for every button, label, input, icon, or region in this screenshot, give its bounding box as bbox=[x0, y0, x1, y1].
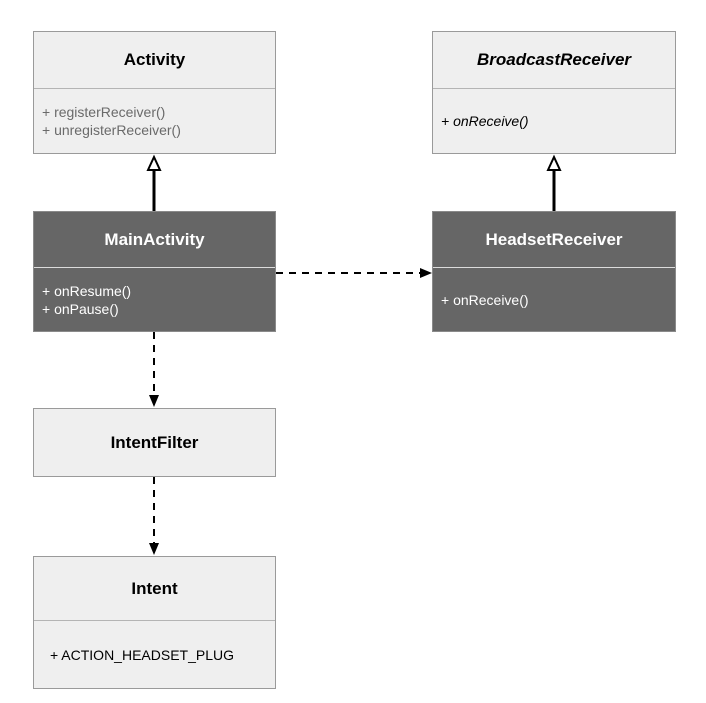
broadcastreceiver-class-title: BroadcastReceiver bbox=[433, 32, 675, 89]
dependency-arrow-intentfilter-intent bbox=[149, 477, 159, 555]
operation-on-receive: + onReceive() bbox=[441, 291, 529, 308]
broadcastreceiver-class: BroadcastReceiver + onReceive() bbox=[432, 31, 676, 154]
attribute-action-headset-plug: + ACTION_HEADSET_PLUG bbox=[50, 646, 235, 663]
operation-register-receiver: + registerReceiver() bbox=[42, 104, 166, 120]
intent-class-title: Intent bbox=[34, 557, 275, 621]
activity-class: Activity + registerReceiver() + unregist… bbox=[33, 31, 276, 154]
dependency-arrow-mainactivity-headsetreceiver bbox=[276, 268, 432, 278]
inheritance-arrow-headsetreceiver-broadcastreceiver bbox=[546, 154, 562, 211]
headsetreceiver-class-operations: + onReceive() bbox=[433, 268, 675, 331]
intentfilter-class: IntentFilter bbox=[33, 408, 276, 477]
headsetreceiver-class: HeadsetReceiver + onReceive() bbox=[432, 211, 676, 332]
intentfilter-class-title: IntentFilter bbox=[110, 432, 199, 452]
broadcastreceiver-class-operations: + onReceive() bbox=[433, 89, 675, 153]
mainactivity-class: MainActivity + onResume() + onPause() bbox=[33, 211, 276, 332]
intent-class-attributes: + ACTION_HEADSET_PLUG bbox=[34, 621, 275, 688]
operation-on-resume: + onResume() bbox=[42, 282, 132, 299]
activity-class-operations: + registerReceiver() + unregisterReceive… bbox=[34, 89, 275, 153]
headsetreceiver-class-title: HeadsetReceiver bbox=[433, 212, 675, 268]
mainactivity-class-operations: + onResume() + onPause() bbox=[34, 268, 275, 331]
mainactivity-class-title: MainActivity bbox=[34, 212, 275, 268]
operation-on-pause: + onPause() bbox=[42, 300, 119, 317]
dependency-arrow-mainactivity-intentfilter bbox=[149, 332, 159, 407]
activity-class-title: Activity bbox=[34, 32, 275, 89]
inheritance-arrow-mainactivity-activity bbox=[146, 154, 162, 211]
operation-unregister-receiver: + unregisterReceiver() bbox=[42, 122, 181, 138]
intent-class: Intent + ACTION_HEADSET_PLUG bbox=[33, 556, 276, 689]
operation-on-receive-abstract: + onReceive() bbox=[441, 113, 529, 129]
